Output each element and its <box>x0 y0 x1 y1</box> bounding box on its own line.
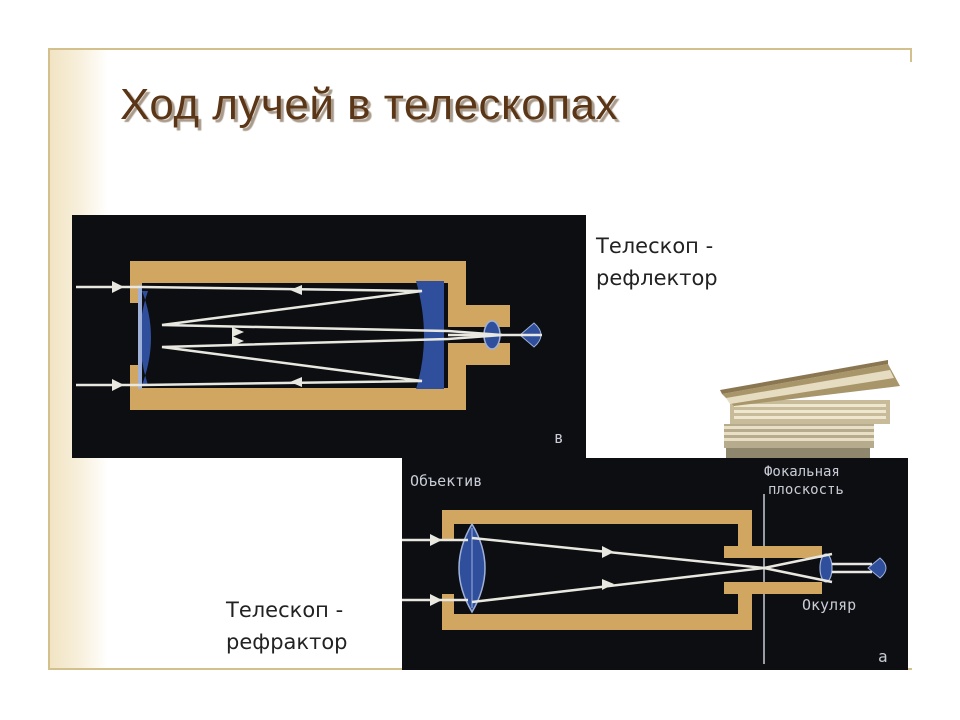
eyepiece-tube-bottom <box>724 582 822 594</box>
label-focal-plane-line2: плоскость <box>768 482 844 498</box>
reflector-tube <box>130 261 510 410</box>
refractor-ray-arrows <box>430 534 614 606</box>
reflector-caption: Телескоп - рефлектор <box>596 230 718 294</box>
label-focal-plane-line1: Фокальная <box>764 464 840 480</box>
refractor-corner-letter: а <box>878 647 888 666</box>
reflector-light-rays <box>76 285 542 387</box>
reflector-ray-arrows <box>112 281 302 391</box>
refractor-caption: Телескоп - рефрактор <box>226 594 348 658</box>
label-eyepiece: Окуляр <box>802 596 856 614</box>
reflector-caption-line2: рефлектор <box>596 266 718 290</box>
label-objective: Объектив <box>410 472 482 490</box>
refractor-light-rays <box>402 536 872 604</box>
primary-mirror <box>416 281 444 389</box>
refractor-caption-line2: рефрактор <box>226 630 348 654</box>
eyepiece-tube-top <box>724 546 822 558</box>
secondary-mirror <box>140 291 151 385</box>
books-icon <box>720 360 900 458</box>
slide-title: Ход лучей в телескопах <box>120 80 619 129</box>
reflector-diagram: в <box>72 215 586 458</box>
refractor-tube <box>442 510 752 630</box>
reflector-caption-line1: Телескоп - <box>596 234 714 258</box>
eye-icon <box>867 557 887 579</box>
refractor-caption-line1: Телескоп - <box>226 598 344 622</box>
refractor-diagram: Объектив Фокальная плоскость Окуляр а <box>402 458 908 670</box>
reflector-corner-letter: в <box>554 428 564 447</box>
eyepiece-lens <box>819 553 833 583</box>
